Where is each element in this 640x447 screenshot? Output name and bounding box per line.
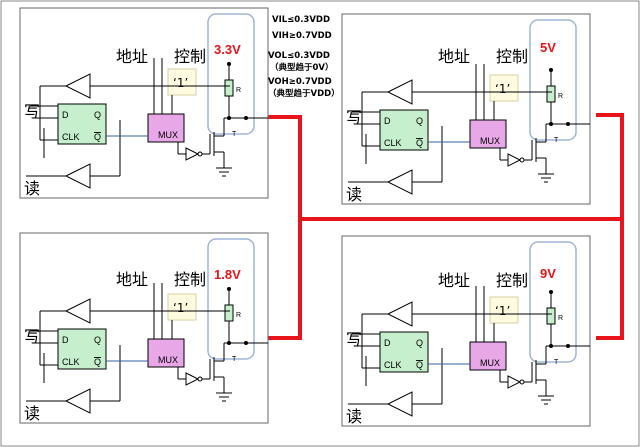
ff-d-label: D	[384, 338, 391, 348]
spec-voh: VOH≥0.7VDD	[268, 77, 332, 87]
spec-vil: VIL≤0.3VDD	[272, 15, 330, 25]
transistor-label: T	[232, 131, 237, 138]
address-label: 地址	[116, 270, 148, 289]
resistor-label: R	[558, 93, 563, 100]
resistor-label: R	[558, 315, 563, 322]
transistor-label: T	[554, 359, 559, 366]
resistor-label: R	[236, 87, 241, 94]
mux-label: MUX	[480, 358, 500, 368]
constant-one: ‘1’	[495, 82, 510, 96]
mux-label: MUX	[158, 355, 178, 365]
control-label: 控制	[496, 271, 528, 290]
supply-voltage: 9V	[540, 266, 556, 281]
write-label: 写	[346, 108, 362, 127]
ff-q-label: Q	[94, 335, 101, 345]
read-label: 读	[24, 179, 40, 198]
panel-bottom-right: 写 读 地址 控制 9V ‘1’ D Q CLK Q MUX R T	[341, 235, 591, 427]
mux-label: MUX	[480, 136, 500, 146]
address-label: 地址	[116, 47, 148, 66]
spec-vih: VIH≥0.7VDD	[272, 31, 332, 41]
constant-one: ‘1’	[495, 304, 510, 318]
constant-one: ‘1’	[173, 301, 188, 315]
spec-vol-note: （典型趋于0V）	[270, 62, 334, 73]
address-label: 地址	[438, 271, 470, 290]
supply-voltage: 3.3V	[214, 42, 241, 57]
ff-d-label: D	[62, 110, 69, 120]
supply-voltage: 1.8V	[214, 267, 241, 282]
spec-voh-note: （典型趋于VDD）	[268, 88, 340, 99]
ff-clk-label: CLK	[62, 357, 80, 367]
ff-clk-label: CLK	[384, 138, 402, 148]
read-label: 读	[346, 185, 362, 204]
shared-bus	[266, 113, 624, 340]
ff-clk-label: CLK	[384, 360, 402, 370]
logic-level-specs: VIL≤0.3VDD VIH≥0.7VDD VOL≤0.3VDD （典型趋于0V…	[268, 15, 340, 99]
spec-vol: VOL≤0.3VDD	[268, 51, 330, 61]
ff-d-label: D	[62, 335, 69, 345]
transistor-label: T	[232, 356, 237, 363]
write-label: 写	[24, 327, 40, 346]
ff-d-label: D	[384, 116, 391, 126]
ff-q-label: Q	[416, 116, 423, 126]
panel-bottom-left: 写 读 地址 控制 1.8V ‘1’ D Q CLK Q MUX R T	[19, 232, 269, 424]
constant-one: ‘1’	[173, 76, 188, 90]
supply-voltage: 5V	[540, 40, 556, 55]
ff-qbar-label: Q	[94, 357, 101, 367]
read-label: 读	[24, 404, 40, 423]
write-label: 写	[346, 330, 362, 349]
ff-q-label: Q	[94, 110, 101, 120]
control-label: 控制	[174, 47, 206, 66]
address-label: 地址	[438, 47, 470, 66]
read-label: 读	[346, 407, 362, 426]
transistor-label: T	[554, 137, 559, 144]
mux-label: MUX	[158, 130, 178, 140]
panel-top-right: 写 读 地址 控制 5V ‘1’ D Q CLK Q MUX R T	[341, 13, 591, 205]
ff-clk-label: CLK	[62, 132, 80, 142]
ff-qbar-label: Q	[416, 138, 423, 148]
ff-q-label: Q	[416, 338, 423, 348]
control-label: 控制	[174, 270, 206, 289]
control-label: 控制	[496, 47, 528, 66]
ff-qbar-label: Q	[94, 132, 101, 142]
panel-top-left: 写 读 地址 控制 3.3V ‘1’ D Q CLK Q MUX R T	[19, 7, 269, 199]
resistor-label: R	[236, 312, 241, 319]
ff-qbar-label: Q	[416, 360, 423, 370]
write-label: 写	[24, 102, 40, 121]
